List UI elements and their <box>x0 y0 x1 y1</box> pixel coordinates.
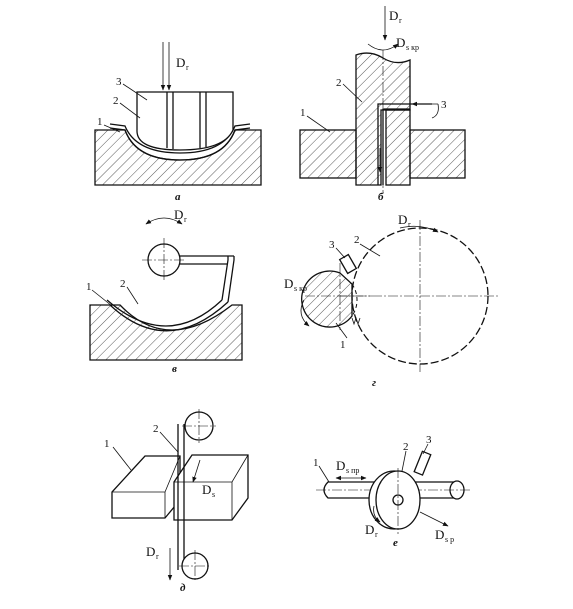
panel-a-motion-subscript: r <box>186 63 189 72</box>
panel-c-bent-band <box>106 299 223 327</box>
panel-c-bent-band-inner <box>109 301 229 332</box>
panel-a-leader-3 <box>122 83 148 101</box>
panel-c-workpiece <box>89 304 243 361</box>
panel-f-motion-s-symbol: D <box>336 458 345 473</box>
panel-d-workpiece <box>301 270 353 328</box>
panel-b-workpiece-right <box>409 129 466 179</box>
panel-d-leader-3 <box>335 247 346 259</box>
panel-d: D r D s кр 1 2 3 г <box>284 212 500 389</box>
panel-a-leader-2 <box>119 102 141 119</box>
panel-f-leader-1 <box>318 465 330 483</box>
panel-c: D r 1 2 в <box>86 207 243 375</box>
panel-c-callout-2: 2 <box>120 278 126 290</box>
panel-b-tool-right <box>385 109 411 186</box>
panel-d-motion-s-subscript: s кр <box>294 284 307 293</box>
panel-c-motion-subscript: r <box>184 215 187 224</box>
panel-e-callout-2: 2 <box>153 423 159 435</box>
panel-b-workpiece-left <box>299 129 357 179</box>
panel-d-callout-3: 3 <box>329 239 335 251</box>
panel-f-motion-s-subscript: s пр <box>346 466 359 475</box>
panel-f-motion-p-subscript: s р <box>445 535 454 544</box>
panel-a: D r 1 2 3 а <box>94 42 262 203</box>
panel-b-motion-r-symbol: D <box>389 8 398 23</box>
panel-d-tool <box>338 253 358 275</box>
panel-e-leader-1 <box>112 446 132 471</box>
panel-a-caption: а <box>175 191 181 203</box>
panel-c-rotation-arrow <box>145 217 183 225</box>
panel-d-leader-1 <box>335 322 348 339</box>
panel-f-callout-3: 3 <box>426 434 432 446</box>
panel-e-caption: д <box>180 582 186 594</box>
panel-b-motion-s-subscript: s кр <box>406 43 419 52</box>
panel-f-leader-3 <box>422 443 429 455</box>
panel-f-caption: е <box>393 537 398 549</box>
panel-d-leader-2 <box>359 243 381 257</box>
panel-e-motion-s-subscript: s <box>212 490 215 499</box>
panel-b-leader-3 <box>431 103 439 119</box>
panel-f-leader-2 <box>401 450 407 472</box>
panel-b-callout-2: 2 <box>336 77 342 89</box>
panel-c-leader-1 <box>91 289 113 307</box>
panel-e-feed-arrow <box>192 459 201 483</box>
panel-d-workpiece-hidden <box>351 283 358 317</box>
panel-f-rotation-arrow <box>373 505 381 523</box>
panel-f-callout-2: 2 <box>403 441 409 453</box>
panel-c-band-end-inner <box>221 256 229 301</box>
panel-e-motion-r-subscript: r <box>156 552 159 561</box>
panel-b-leader-1 <box>306 115 331 133</box>
panel-a-callout-2: 2 <box>113 95 119 107</box>
panel-d-caption: г <box>372 377 376 389</box>
panel-b-caption: б <box>378 191 384 203</box>
panel-f-motion-r-subscript: r <box>375 530 378 539</box>
panel-b-motion-r-subscript: r <box>399 16 402 25</box>
panel-f-radial-arrow <box>419 511 449 527</box>
panel-a-motion-symbol: D <box>176 55 185 70</box>
panel-a-tool <box>136 91 234 151</box>
panel-d-motion-s-symbol: D <box>284 276 293 291</box>
panel-a-callout-1: 1 <box>97 116 103 128</box>
panel-f-motion-p-symbol: D <box>435 527 444 542</box>
panel-a-leader-1 <box>103 124 121 133</box>
panel-b-callout-1: 1 <box>300 107 306 119</box>
panel-d-rotation-arrow-large <box>399 225 439 233</box>
panel-e: D s D r 1 2 д <box>104 409 249 594</box>
panel-c-motion-symbol: D <box>174 207 183 222</box>
panel-f-callout-1: 1 <box>313 457 319 469</box>
panel-a-shaped-sheet-lower <box>109 127 251 161</box>
panel-d-motion-r-subscript: r <box>408 220 411 229</box>
panel-b-tool <box>355 52 411 186</box>
panel-e-leader-2 <box>159 431 179 453</box>
panel-d-rotation-arrow-small <box>300 299 310 327</box>
panel-d-callout-1: 1 <box>340 339 346 351</box>
panel-e-motion-r-symbol: D <box>146 544 155 559</box>
panel-f-tool <box>413 450 432 476</box>
panel-b-callout-3: 3 <box>441 99 447 111</box>
panel-b-rotation-arrow <box>367 43 399 51</box>
panel-f: D s пр D r D s р 1 2 3 е <box>313 434 470 549</box>
panel-b: D r D s кр 1 2 3 б <box>299 6 466 203</box>
panel-c-leader-2 <box>126 286 139 305</box>
panel-e-motion-s-symbol: D <box>202 482 211 497</box>
panel-d-chips <box>351 316 361 326</box>
panel-b-leader-2 <box>342 83 363 103</box>
panel-d-callout-2: 2 <box>354 234 360 246</box>
panel-d-motion-r-symbol: D <box>398 212 407 227</box>
panel-c-caption: в <box>172 363 177 375</box>
panel-b-motion-s-symbol: D <box>396 35 405 50</box>
panel-c-band-end <box>227 256 235 303</box>
panel-e-block-left-edges <box>112 455 181 518</box>
panel-a-callout-3: 3 <box>116 76 122 88</box>
panel-f-motion-r-symbol: D <box>365 522 374 537</box>
panel-e-block-left <box>111 455 181 519</box>
panel-c-callout-1: 1 <box>86 281 92 293</box>
panel-e-callout-1: 1 <box>104 438 110 450</box>
